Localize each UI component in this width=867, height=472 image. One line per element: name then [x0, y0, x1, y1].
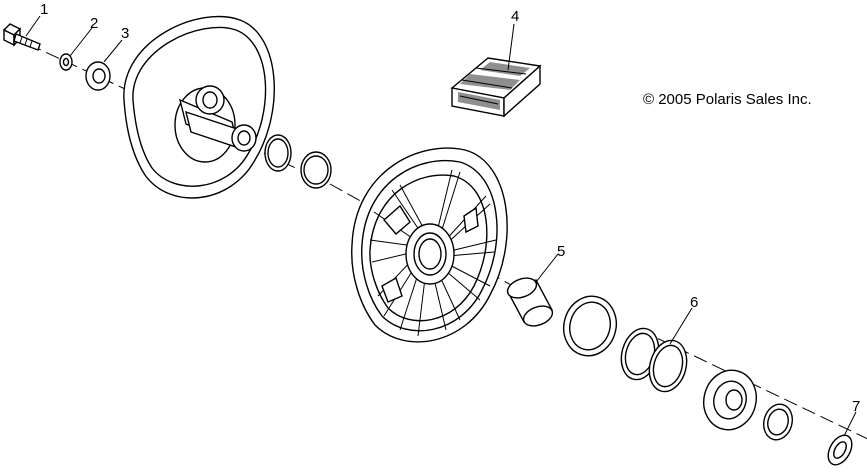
callout-3: 3 — [121, 25, 129, 42]
part-fixed-sheave — [123, 15, 275, 199]
part-ring-b — [300, 151, 332, 189]
copyright-notice: © 2005 Polaris Sales Inc. — [643, 91, 812, 108]
callout-6: 6 — [690, 294, 698, 311]
part-bolt — [2, 23, 41, 51]
part-bushing — [506, 277, 554, 327]
part-small-ring — [762, 403, 794, 441]
callout-1: 1 — [40, 1, 48, 18]
part-spring — [620, 327, 688, 393]
callout-5: 5 — [557, 243, 565, 260]
callout-7: 7 — [852, 398, 860, 415]
part-small-washer — [59, 53, 73, 71]
part-flat-ring — [563, 295, 617, 357]
part-spacer-washer — [85, 61, 111, 91]
part-movable-sheave — [351, 147, 508, 343]
part-ring-a — [264, 134, 292, 172]
callout-2: 2 — [90, 15, 98, 32]
part-cup-washer — [703, 369, 757, 431]
callout-leaders — [25, 15, 857, 437]
part-end-nut — [827, 434, 853, 466]
part-friction-block — [450, 57, 542, 118]
callout-4: 4 — [511, 8, 519, 25]
